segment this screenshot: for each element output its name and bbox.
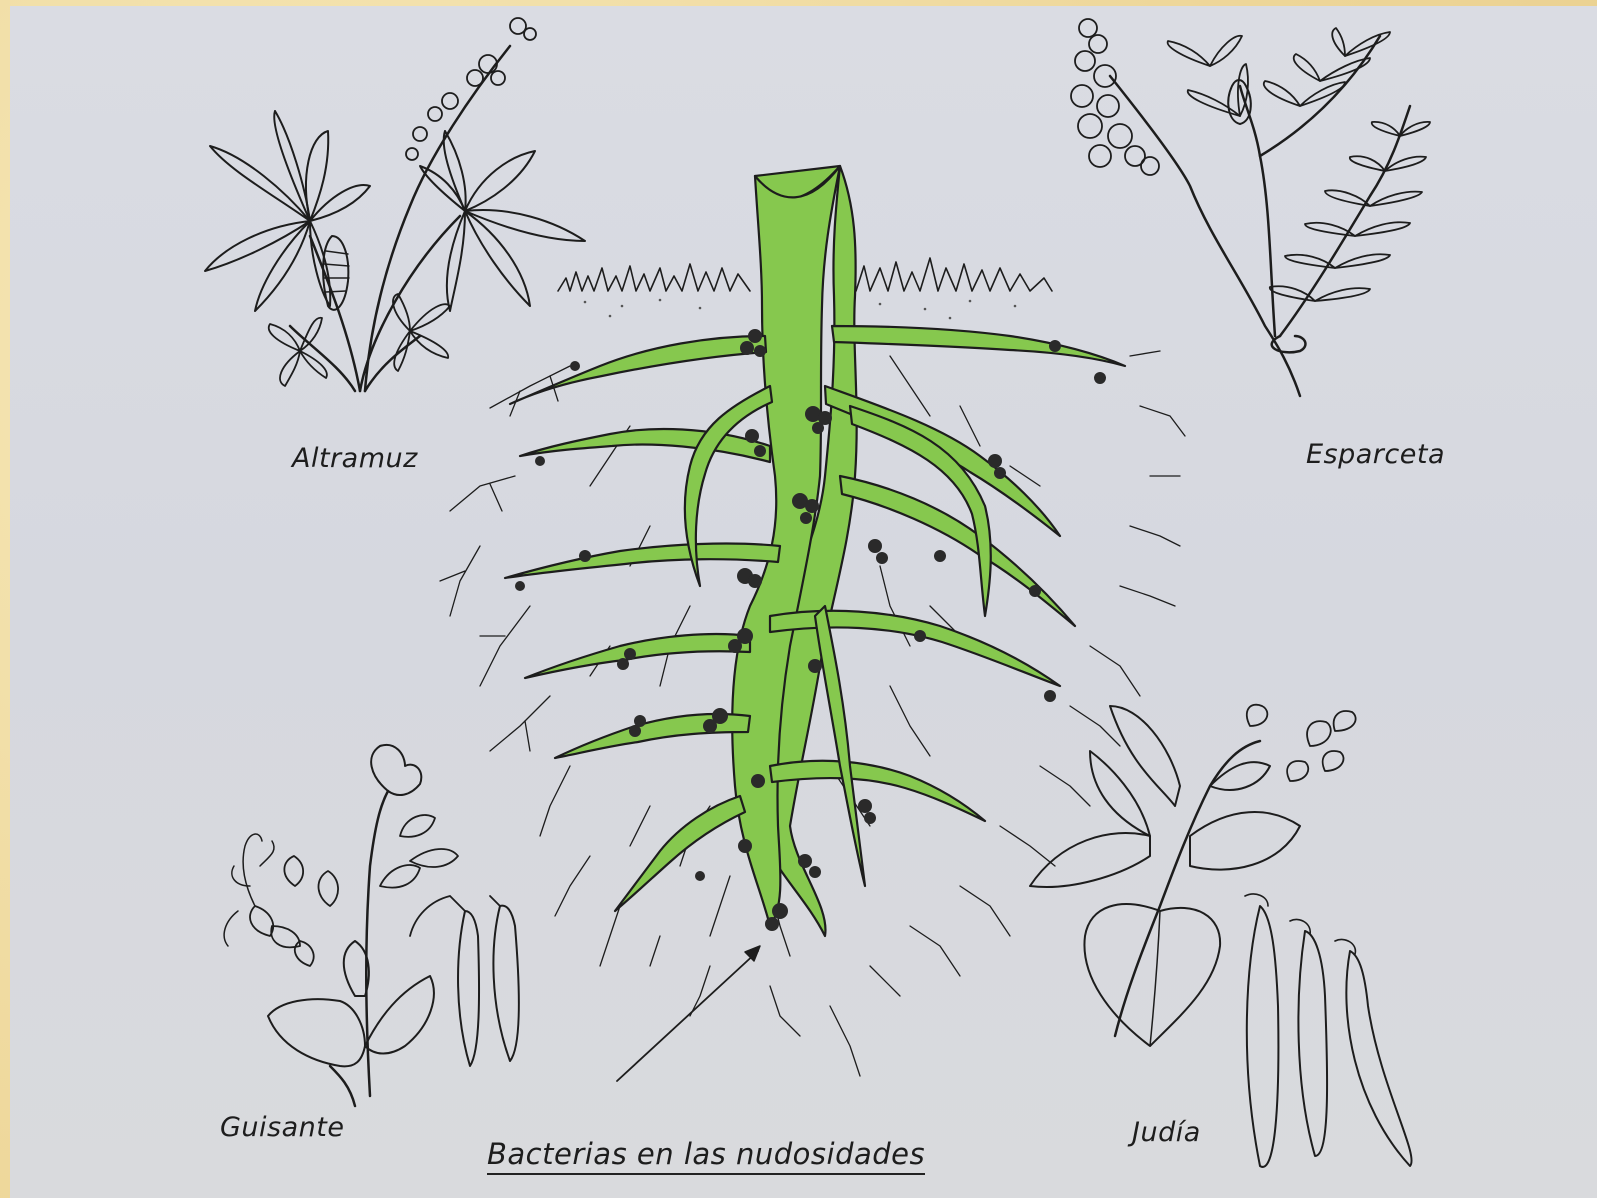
lupin-plant-icon bbox=[205, 18, 585, 391]
book-page: Altramuz Esparceta Guisante Judía Bacter… bbox=[10, 6, 1597, 1198]
legume-illustration bbox=[10, 6, 1597, 1198]
label-esparceta: Esparceta bbox=[1306, 439, 1445, 470]
label-altramuz: Altramuz bbox=[292, 443, 418, 474]
label-judia: Judía bbox=[1132, 1117, 1201, 1148]
sainfoin-plant-icon bbox=[1071, 19, 1430, 396]
pea-plant-icon bbox=[224, 745, 519, 1106]
label-guisante: Guisante bbox=[220, 1112, 344, 1143]
root-system-icon bbox=[440, 166, 1185, 1081]
label-bacterias-nudosidades: Bacterias en las nudosidades bbox=[487, 1137, 925, 1175]
bean-plant-icon bbox=[1030, 705, 1412, 1167]
